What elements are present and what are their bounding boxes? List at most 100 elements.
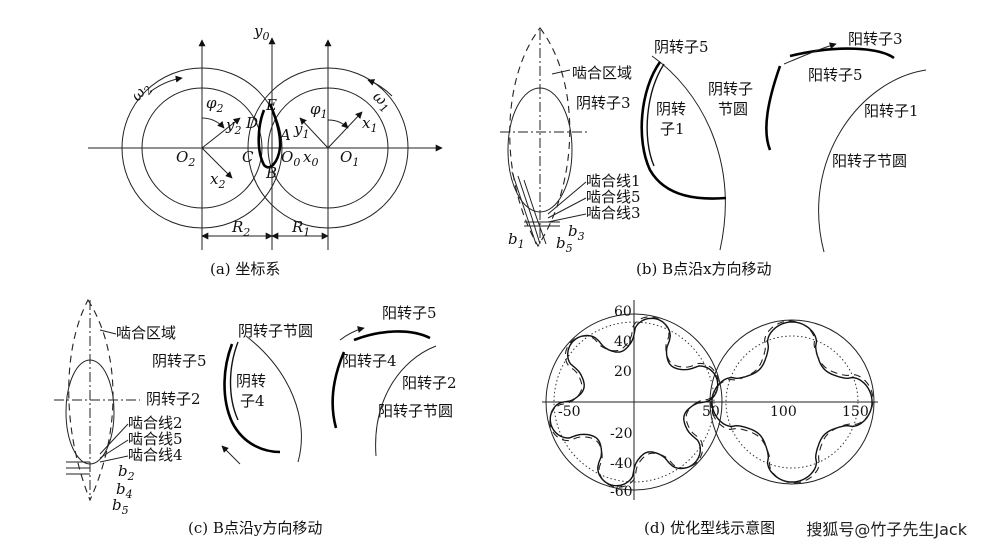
label-b: B (265, 164, 277, 182)
d-female-pitch-circle (553, 321, 715, 483)
label-c-female2: 阴转子2 (146, 390, 201, 408)
label-c-male2: 阳转子2 (402, 374, 457, 392)
label-c-male5: 阳转子5 (382, 304, 437, 322)
label-d: D (245, 114, 258, 132)
label-c-female5: 阴转子5 (152, 352, 207, 370)
panel-b-x-direction: 啮合区域 阴转子5 阴转子3 阴转 子1 阴转子 节圆 阳转子3 阳转子5 阳转… (500, 27, 927, 278)
label-c-male4: 阳转子4 (342, 352, 397, 370)
d-ytick-1: 40 (614, 334, 632, 350)
leader-c-line2 (99, 423, 129, 455)
male-pitch-arc-c (375, 345, 437, 457)
mesh-zone-outline (509, 27, 571, 248)
label-o1: O1 (340, 148, 359, 169)
label-b-male5: 阳转子5 (808, 66, 863, 84)
label-c: C (242, 148, 254, 166)
rotor-profile-curve (257, 103, 282, 169)
d-xtick-3: 150 (842, 404, 869, 420)
label-b-female1-b: 子1 (660, 120, 685, 138)
label-c-female4-a: 阴转 (236, 372, 266, 390)
d-ytick-5: -60 (610, 484, 633, 500)
female-profile-c-2 (229, 341, 239, 421)
male-profile-b-top (789, 47, 895, 60)
label-c-line4: 啮合线4 (128, 446, 183, 464)
d-xtick-0: -50 (558, 404, 581, 420)
d-female-outer-circle (545, 313, 723, 491)
male-rotation-arrow-b (783, 42, 837, 65)
male-profile-c-top (353, 330, 431, 342)
female-profile-b-2 (646, 63, 665, 167)
d-male-pitch-circle (725, 335, 859, 469)
panel-c-y-direction: 啮合区域 阴转子节圆 阴转子5 阴转子2 阴转 子4 阳转子5 阳转子4 阳转子… (54, 298, 457, 537)
d-ytick-3: -20 (610, 426, 633, 442)
label-b-line3: 啮合线3 (586, 204, 641, 222)
label-c-b5: b5 (112, 496, 129, 517)
panel-d-optimized-profile: -50 50 100 150 60 40 20 -20 -40 -60 (d) … (542, 300, 878, 537)
leader-line5 (547, 197, 587, 219)
omega2-arrow (149, 75, 183, 93)
d-male-profile-dashed (710, 320, 874, 484)
label-b-b1: b1 (508, 230, 525, 251)
male-rotation-arrow-c (339, 326, 365, 341)
label-omega1: ω1 (368, 87, 396, 115)
label-o0: O0 (281, 148, 300, 169)
d-male-outer-circle (709, 319, 875, 485)
d-xtick-1: 50 (702, 404, 720, 420)
male-profile-b-side (765, 65, 782, 151)
leader-line3 (547, 213, 587, 223)
leader-mesh-zone (551, 69, 571, 75)
label-c-male-pitch: 阳转子节圆 (378, 402, 453, 420)
d-ytick-0: 60 (614, 304, 632, 320)
caption-a: (a) 坐标系 (210, 260, 280, 278)
label-b-male3: 阳转子3 (848, 30, 903, 48)
label-b-b5: b5 (556, 234, 573, 255)
label-c-mesh-zone: 啮合区域 (116, 324, 176, 342)
mesh-line-5 (517, 175, 541, 245)
d-ytick-4: -40 (610, 456, 633, 472)
d-female-profile-dashed (549, 316, 719, 488)
label-b-female-pitch-a: 阴转子 (708, 80, 753, 98)
label-b-female5: 阴转子5 (654, 38, 709, 56)
label-phi1: φ1 (310, 100, 328, 121)
label-b-female-pitch-b: 节圆 (718, 100, 748, 118)
label-c-line2: 啮合线2 (128, 414, 183, 432)
label-c-b2: b2 (118, 462, 135, 483)
watermark-text: 搜狐号@竹子先生Jack (806, 520, 967, 539)
female-rotation-arrow-c (221, 445, 241, 465)
label-o2: O2 (176, 148, 195, 169)
mesh-line-3 (523, 179, 547, 245)
caption-b: (b) B点沿x方向移动 (636, 260, 772, 278)
x1-axis (327, 111, 363, 149)
label-b-male1: 阳转子1 (864, 102, 919, 120)
label-b-line5: 啮合线5 (586, 188, 641, 206)
phi2-arc (201, 117, 225, 129)
label-r1: R1 (291, 218, 310, 239)
panel-a-coordinate-system: y0 x0 O0 O1 O2 x1 y1 x2 y2 φ1 φ2 ω1 ω2 R… (88, 22, 443, 278)
label-c-female-pitch: 阴转子节圆 (238, 322, 313, 340)
y1-axis (299, 117, 329, 149)
caption-d: (d) 优化型线示意图 (644, 519, 775, 537)
leader-c-line4 (99, 455, 129, 463)
label-phi2: φ2 (206, 94, 224, 115)
label-x1: x1 (362, 114, 377, 135)
female-profile-b (640, 61, 727, 200)
label-x0: x0 (303, 148, 318, 169)
leader-line1 (547, 181, 587, 215)
label-r2: R2 (231, 218, 250, 239)
label-e: E (265, 96, 277, 114)
label-b-female1-a: 阴转 (656, 100, 686, 118)
d-female-profile-solid (549, 317, 719, 487)
male-profile-c-side (331, 351, 346, 429)
label-y0: y0 (253, 22, 269, 43)
leader-c-line5 (99, 439, 129, 459)
label-c-female4-b: 子4 (240, 392, 265, 410)
y2-axis (201, 117, 241, 149)
label-b-line1: 啮合线1 (586, 172, 641, 190)
x2-axis (201, 147, 233, 179)
d-xtick-2: 100 (770, 404, 797, 420)
female-pitch-arc-c (245, 335, 302, 463)
label-c-line5: 啮合线5 (128, 430, 183, 448)
female-profile-c (223, 343, 281, 454)
label-b-male-pitch: 阳转子节圆 (832, 152, 907, 170)
label-b-b3: b3 (568, 222, 585, 243)
